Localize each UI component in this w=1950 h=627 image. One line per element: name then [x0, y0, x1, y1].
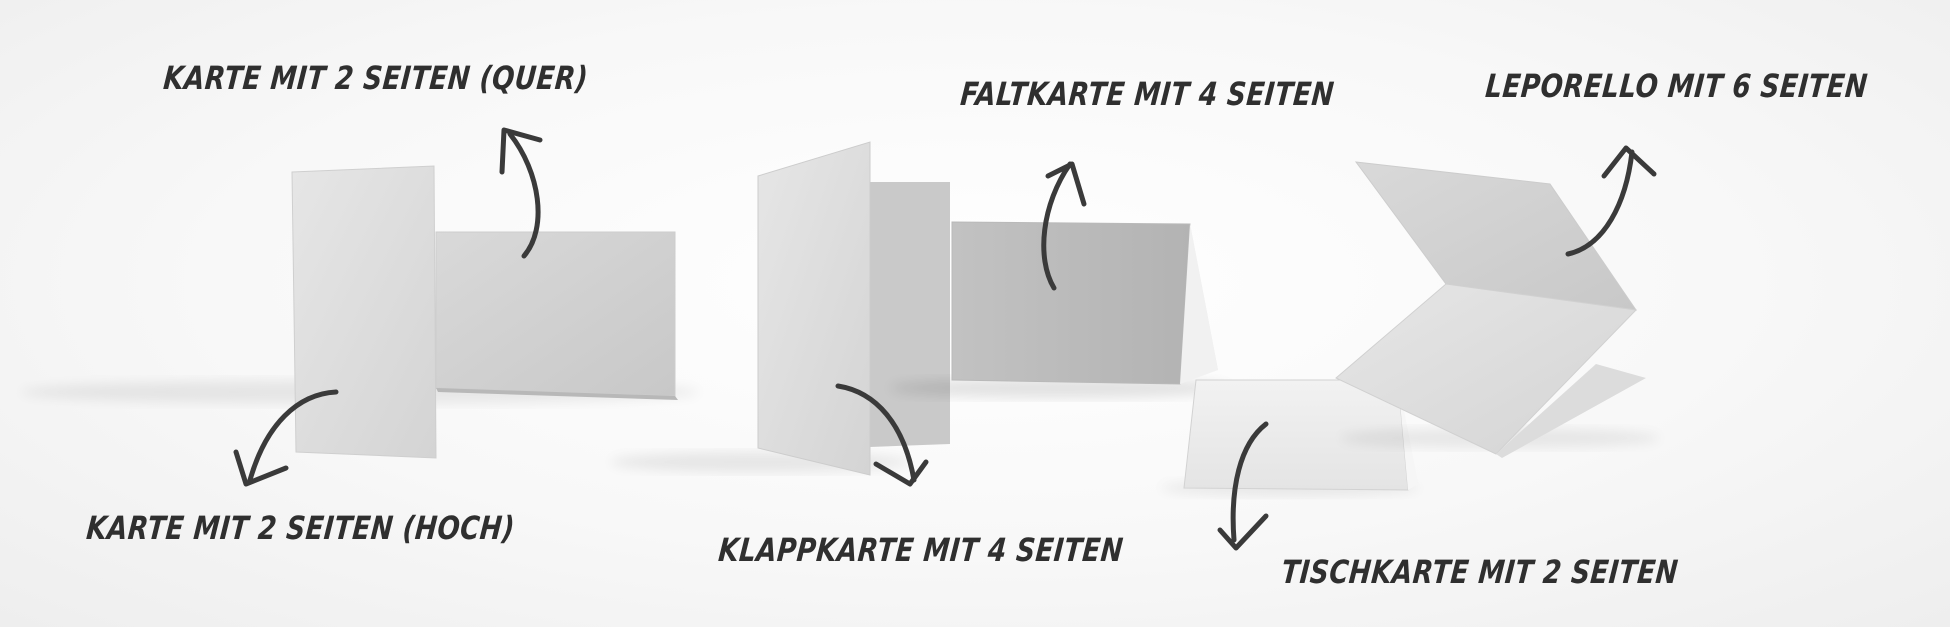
label-karte-hoch: KARTE MIT 2 SEITEN (HOCH): [84, 509, 517, 547]
arrow-karte-hoch-icon: [233, 389, 339, 487]
arrow-karte-quer-icon: [499, 127, 543, 259]
label-karte-quer: KARTE MIT 2 SEITEN (QUER): [161, 59, 590, 97]
arrow-klappkarte-icon: [835, 383, 929, 487]
arrow-tischkarte-icon: [1217, 421, 1269, 551]
label-klappkarte: KLAPPKARTE MIT 4 SEITEN: [716, 531, 1125, 569]
label-leporello: LEPORELLO MIT 6 SEITEN: [1483, 67, 1870, 105]
leporello-6-pages: [1335, 161, 1660, 458]
arrow-leporello-icon: [1565, 145, 1657, 257]
label-faltkarte: FALTKARTE MIT 4 SEITEN: [958, 75, 1336, 113]
card-landscape-2-pages: [435, 231, 678, 400]
label-tischkarte: TISCHKARTE MIT 2 SEITEN: [1279, 553, 1680, 591]
arrow-faltkarte-icon: [1041, 161, 1087, 291]
folded-card-4-pages-horizontal: [890, 221, 1230, 398]
folded-card-4-pages-vertical: [610, 141, 950, 476]
